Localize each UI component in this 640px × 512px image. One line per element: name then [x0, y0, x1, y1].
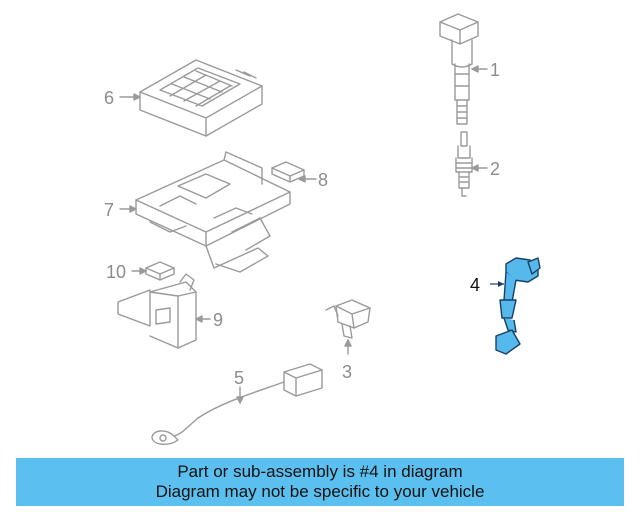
callout-10: 10 — [106, 262, 126, 282]
banner-line-disclaimer: Diagram may not be specific to your vehi… — [155, 482, 485, 501]
callout-9: 9 — [213, 310, 223, 330]
control-unit-bracket-module-part[interactable] — [271, 161, 305, 183]
callout-6: 6 — [104, 88, 114, 108]
parts-diagram: 1 2 3 4 5 6 7 8 9 10 — [104, 13, 541, 445]
camshaft-position-sensor-part[interactable] — [325, 299, 371, 339]
sensor-module-part[interactable] — [145, 261, 175, 281]
relay-bracket-part[interactable] — [117, 273, 197, 349]
crankshaft-position-sensor-highlighted[interactable] — [495, 257, 541, 355]
callout-1: 1 — [490, 60, 500, 80]
info-banner: Part or sub-assembly is #4 in diagram Di… — [16, 458, 624, 506]
banner-line-part-number: Part or sub-assembly is #4 in diagram — [177, 462, 463, 481]
ignition-coil-part[interactable] — [439, 13, 479, 125]
callout-7: 7 — [104, 200, 114, 220]
mounting-bracket-part[interactable] — [135, 151, 291, 273]
callout-5: 5 — [234, 368, 244, 388]
spark-plug-part[interactable] — [455, 131, 473, 197]
knock-sensor-part[interactable] — [151, 363, 323, 445]
callout-4: 4 — [470, 275, 480, 295]
callout-2: 2 — [490, 159, 500, 179]
callout-3: 3 — [342, 362, 352, 382]
engine-control-module-part[interactable] — [139, 59, 263, 137]
callout-8: 8 — [318, 170, 328, 190]
